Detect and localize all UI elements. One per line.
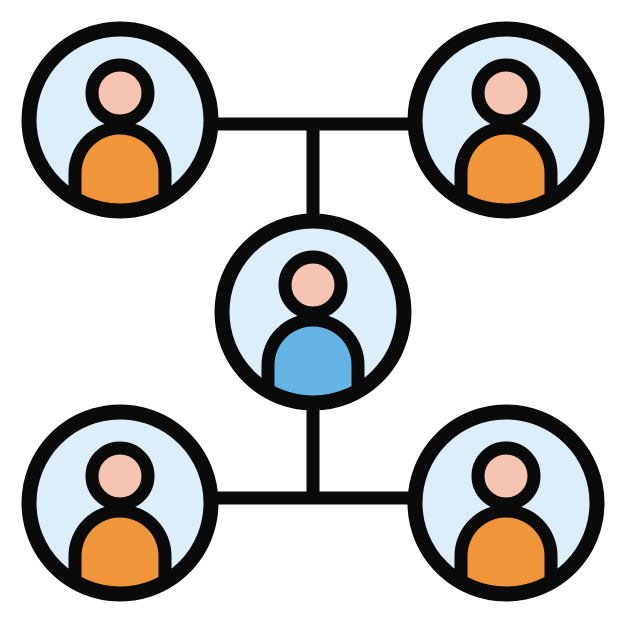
person-head-icon bbox=[85, 58, 155, 128]
person-node-top-left bbox=[21, 21, 219, 219]
person-node-bottom-left bbox=[21, 404, 219, 602]
person-node-bottom-right bbox=[407, 404, 605, 602]
person-body-icon bbox=[68, 121, 172, 211]
person-head-icon bbox=[278, 250, 348, 320]
person-body-icon bbox=[261, 313, 365, 403]
avatar-ring bbox=[214, 213, 412, 411]
avatar-ring bbox=[407, 21, 605, 219]
person-node-center bbox=[214, 213, 412, 411]
person-node-top-right bbox=[407, 21, 605, 219]
avatar-ring bbox=[21, 21, 219, 219]
person-body-icon bbox=[454, 504, 558, 594]
avatar-ring bbox=[407, 404, 605, 602]
person-nodes bbox=[21, 21, 605, 602]
person-head-icon bbox=[471, 58, 541, 128]
person-head-icon bbox=[85, 441, 155, 511]
person-head-icon bbox=[471, 441, 541, 511]
person-body-icon bbox=[454, 121, 558, 211]
avatar-ring bbox=[21, 404, 219, 602]
connector-lines bbox=[211, 117, 415, 505]
person-body-icon bbox=[68, 504, 172, 594]
